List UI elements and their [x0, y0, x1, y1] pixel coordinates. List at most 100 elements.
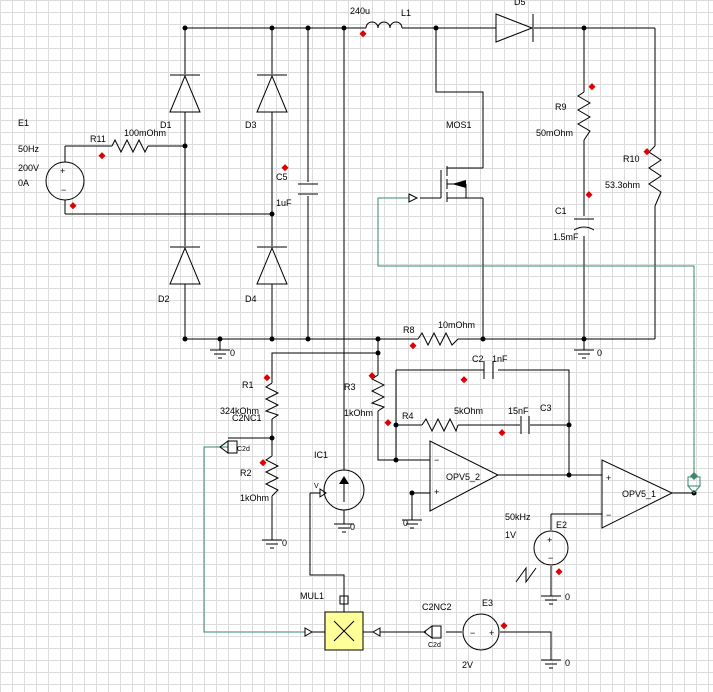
resistor-r9[interactable]: [577, 91, 591, 141]
c2-value: 1nF: [492, 354, 508, 364]
c3-value: 15nF: [508, 406, 529, 416]
ground-5-label: 0: [403, 518, 408, 528]
r2-name: R2: [240, 468, 252, 478]
e3-name: E3: [482, 598, 493, 608]
capacitor-c2[interactable]: [483, 361, 494, 379]
c5-value: 1uF: [276, 198, 292, 208]
source-e3[interactable]: − +: [462, 613, 500, 651]
diode-d1[interactable]: [169, 74, 201, 113]
r4-name: R4: [402, 411, 414, 421]
ground-7-label: 0: [565, 658, 570, 668]
svg-text:V: V: [314, 483, 319, 490]
resistor-r8[interactable]: [417, 331, 459, 347]
converter-c2nc1[interactable]: C2d: [219, 440, 250, 454]
resistor-r1[interactable]: [264, 382, 280, 420]
r10-name: R10: [623, 154, 640, 164]
ground-2: [574, 349, 594, 359]
capacitor-c1[interactable]: [573, 218, 595, 231]
opv5-1-label: OPV5_1: [622, 489, 656, 499]
svg-text:+: +: [547, 535, 552, 545]
svg-text:+: +: [434, 487, 439, 497]
multiplier-mul1[interactable]: [304, 595, 381, 651]
ground-3: [262, 539, 282, 549]
r3-name: R3: [344, 382, 356, 392]
svg-text:+: +: [489, 628, 494, 638]
r11-name: R11: [90, 134, 106, 144]
diode-d3[interactable]: [256, 74, 288, 113]
capacitor-c5[interactable]: [298, 183, 318, 195]
svg-text:−: −: [606, 510, 611, 520]
diode-d5[interactable]: [495, 13, 534, 43]
current-source-ic1[interactable]: V: [314, 469, 365, 511]
mul1-label: MUL1: [300, 591, 324, 601]
ground-1-label: 0: [230, 348, 235, 358]
e1-current: 0A: [18, 178, 29, 188]
d5-label: D5: [514, 0, 526, 7]
ground-6: [541, 595, 561, 605]
r9-value: 50mOhm: [536, 128, 573, 138]
d4-label: D4: [245, 294, 257, 304]
mosfet-mos1[interactable]: [408, 166, 483, 203]
r9-name: R9: [555, 102, 567, 112]
diode-d2[interactable]: [169, 246, 201, 285]
ground-4-label: 0: [350, 522, 355, 532]
resistor-r3[interactable]: [370, 374, 386, 412]
ground-3-label: 0: [282, 538, 287, 548]
svg-text:+: +: [606, 473, 611, 483]
r4-value: 5kOhm: [454, 406, 483, 416]
ic1-label: IC1: [314, 450, 328, 460]
resistor-r11[interactable]: [111, 138, 149, 154]
resistor-r2[interactable]: [264, 455, 280, 497]
opamp-opv5-1[interactable]: + −: [601, 459, 674, 529]
probe-markers: [69, 30, 651, 630]
l1-name: L1: [401, 8, 411, 18]
r10-value: 53.3ohm: [605, 180, 640, 190]
resistor-r4[interactable]: [421, 417, 459, 433]
mos1-label: MOS1: [446, 120, 472, 130]
c2-name: C2: [472, 354, 484, 364]
d3-label: D3: [245, 120, 257, 130]
power-wires: [64, 27, 694, 660]
c1-value: 1.5mF: [553, 232, 579, 242]
r11-value: 100mOhm: [124, 128, 166, 138]
source-e2[interactable]: + −: [515, 530, 569, 584]
c1-name: C1: [555, 206, 567, 216]
svg-text:+: +: [60, 166, 65, 176]
r1-value: 324kOhm: [220, 406, 259, 416]
ground-2-label: 0: [597, 348, 602, 358]
r3-value: 1kOhm: [344, 408, 373, 418]
svg-text:C2d: C2d: [237, 446, 250, 453]
c5-name: C5: [276, 172, 288, 182]
d1-label: D1: [160, 120, 172, 130]
svg-text:−: −: [434, 455, 439, 465]
inductor-l1[interactable]: [365, 21, 403, 29]
source-e1[interactable]: + −: [45, 161, 85, 201]
l1-value: 240u: [350, 6, 370, 16]
opamp-opv5-2[interactable]: − +: [429, 440, 500, 512]
ground-7: [541, 659, 561, 669]
d2-label: D2: [158, 294, 170, 304]
diode-d4[interactable]: [256, 246, 288, 285]
e1-name: E1: [18, 118, 29, 128]
e2-voltage: 1V: [505, 530, 516, 540]
converter-c2nc2[interactable]: C2d: [423, 625, 442, 649]
c2nc2-label: C2NC2: [422, 602, 452, 612]
r8-value: 10mOhm: [438, 320, 475, 330]
e3-voltage: 2V: [462, 660, 473, 670]
ground-5: [402, 519, 422, 529]
r1-name: R1: [242, 380, 254, 390]
c2nc1-label: C2NC1: [232, 413, 262, 423]
svg-text:−: −: [548, 553, 553, 563]
junctions: [182, 25, 697, 496]
ground-6-label: 0: [565, 592, 570, 602]
svg-text:−: −: [61, 185, 66, 195]
capacitor-c3[interactable]: [520, 416, 530, 434]
c3-name: C3: [540, 403, 552, 413]
resistor-r10[interactable]: [648, 145, 662, 207]
e1-freq: 50Hz: [18, 144, 40, 154]
e2-name: E2: [556, 520, 567, 530]
e2-freq: 50kHz: [505, 512, 531, 522]
opv5-2-label: OPV5_2: [446, 472, 480, 482]
svg-text:C2d: C2d: [428, 642, 441, 649]
